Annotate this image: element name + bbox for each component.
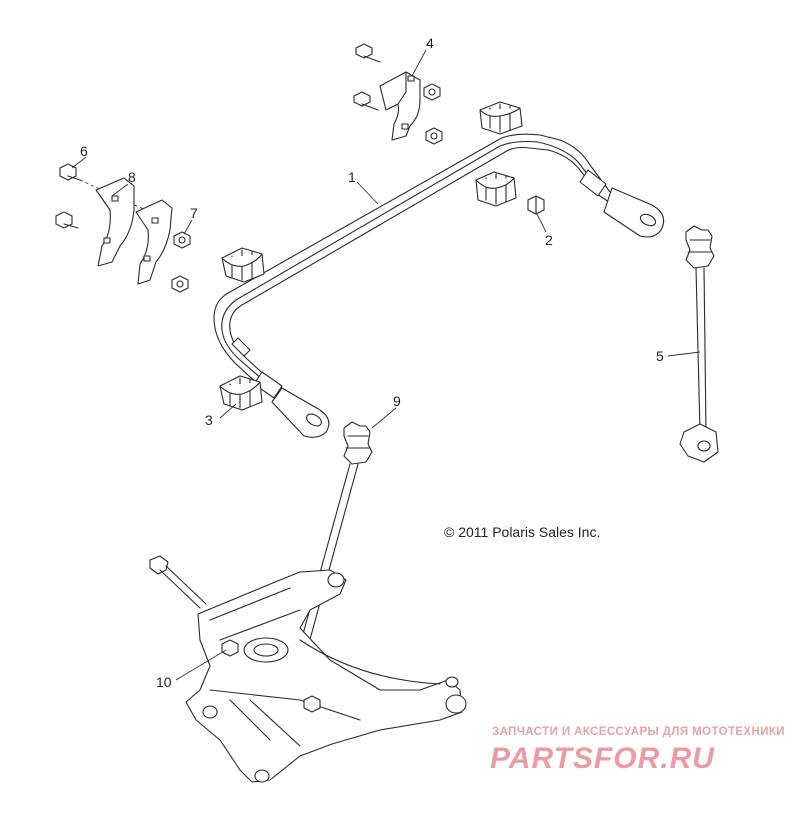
nut-part-2: [527, 195, 545, 215]
stabilizer-bar: [213, 133, 665, 438]
bushing-mid-right: [475, 171, 517, 207]
callout-7: 7: [190, 205, 198, 221]
callout-3: 3: [205, 412, 213, 428]
callout-1: 1: [348, 169, 356, 185]
callout-10: 10: [156, 674, 172, 690]
callout-4: 4: [426, 35, 434, 51]
clamp-group-left: [55, 163, 191, 293]
callout-labels: 1 2 3 4 5 6 7 8 9 10: [80, 35, 664, 690]
bushing-lower-left: [219, 375, 263, 411]
watermark-logo: PARTSFOR.RU: [490, 742, 715, 775]
leader-lines: [71, 49, 701, 681]
watermark: ЗАПЧАСТИ И АКСЕССУАРЫ ДЛЯ МОТОТЕХНИКИ PA…: [490, 726, 785, 775]
clamp-group-top: [353, 43, 443, 145]
watermark-tagline: ЗАПЧАСТИ И АКСЕССУАРЫ ДЛЯ МОТОТЕХНИКИ: [492, 726, 785, 738]
copyright-notice: © 2011 Polaris Sales Inc.: [444, 524, 600, 540]
link-rod-right: [679, 225, 719, 463]
callout-2: 2: [545, 232, 553, 248]
callout-8: 8: [128, 169, 136, 185]
bushing-top-right: [479, 101, 523, 135]
control-arm-assembly: [149, 555, 467, 783]
callout-5: 5: [656, 348, 664, 364]
callout-6: 6: [80, 143, 88, 159]
bushing-upper-left: [221, 247, 265, 283]
callout-9: 9: [393, 393, 401, 409]
